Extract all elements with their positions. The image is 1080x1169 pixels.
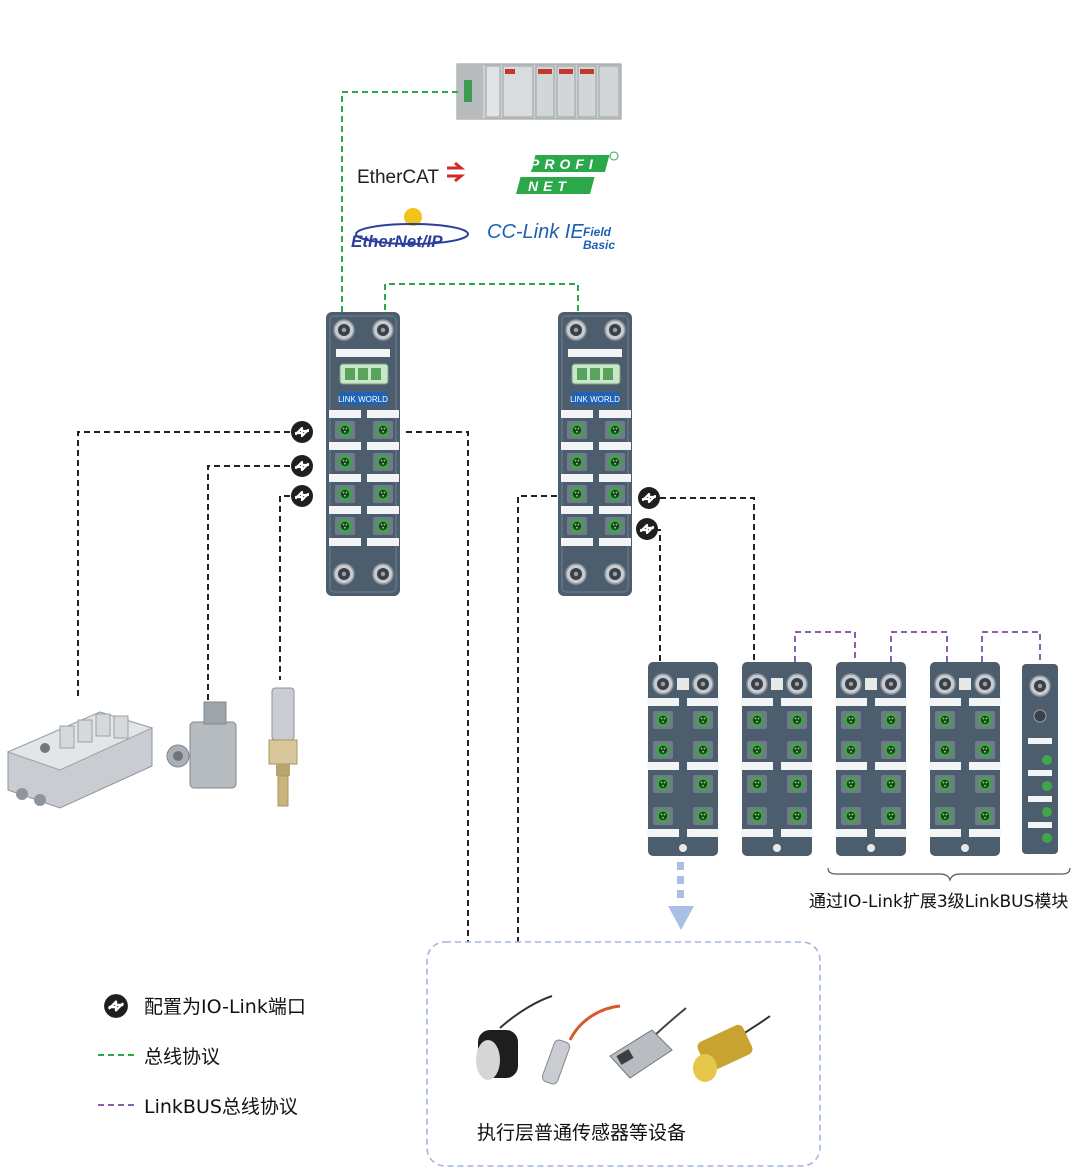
legend-label-linkbus-protocol: LinkBUS总线协议 — [144, 1096, 298, 1118]
magnetic-switch-image — [609, 1007, 687, 1079]
legend-label-bus-protocol: 总线协议 — [144, 1046, 221, 1068]
bus-protocol-lines — [341, 91, 579, 312]
io-link-port-icon — [104, 994, 128, 1018]
svg-text:CC-Link IE: CC-Link IE — [487, 221, 584, 243]
svg-text:LINK WORLD: LINK WORLD — [570, 395, 620, 404]
position-sensor-image — [166, 701, 237, 789]
svg-text:Field: Field — [583, 225, 612, 239]
svg-text:EtherCAT: EtherCAT — [357, 167, 439, 188]
linkbus-lines — [794, 631, 1041, 662]
linkbus-module-2 — [835, 662, 907, 856]
svg-text:NET: NET — [528, 178, 571, 194]
profinet-logo: PROFI NET — [516, 151, 619, 194]
linkbus-group-brace — [827, 867, 1071, 882]
io-link-port-icon — [290, 484, 314, 508]
plc-controller-image — [456, 63, 622, 120]
cylinder-sensor-image — [541, 1004, 621, 1085]
io-link-port-icon — [637, 486, 661, 510]
io-link-device-module-1 — [647, 662, 719, 856]
io-link-port-icon — [635, 517, 659, 541]
valve-terminal-image — [6, 711, 154, 809]
cclink-ie-logo: CC-Link IE Field Basic — [487, 221, 615, 252]
svg-text:EtherNet/IP: EtherNet/IP — [351, 232, 443, 251]
svg-text:PROFI: PROFI — [530, 156, 598, 172]
io-link-wiring — [77, 431, 755, 942]
io-link-port-icon — [290, 420, 314, 444]
linkbus-module-3 — [929, 662, 1001, 856]
legend-label-io-link-port: 配置为IO-Link端口 — [144, 996, 306, 1018]
ethernetip-logo: EtherNet/IP — [351, 208, 469, 251]
proximity-sensor-image — [693, 1015, 771, 1082]
io-link-port-icon — [290, 454, 314, 478]
field-devices-group — [426, 941, 821, 1167]
legend-item-bus-protocol: 总线协议 — [98, 1040, 398, 1070]
io-link-master-module-1: LINK WORLD — [326, 312, 400, 596]
svg-text:LINK WORLD: LINK WORLD — [338, 395, 388, 404]
linkbus-module-1 — [741, 662, 813, 856]
linkbus-expansion-caption: 通过IO-Link扩展3级LinkBUS模块 — [809, 892, 1069, 912]
svg-text:Basic: Basic — [583, 238, 615, 252]
down-arrow-icon — [668, 862, 694, 930]
purple-dashed-line-swatch — [98, 1104, 134, 1106]
linkbus-slim-module — [1022, 664, 1058, 854]
green-dashed-line-swatch — [98, 1054, 134, 1056]
photoelectric-sensor-image — [476, 995, 553, 1080]
ethercat-logo: EtherCAT — [357, 161, 466, 188]
io-link-master-module-2: LINK WORLD — [558, 312, 632, 596]
legend-item-io-link-port: 配置为IO-Link端口 — [98, 990, 398, 1020]
pressure-sensor-image — [268, 687, 298, 807]
field-devices-caption: 执行层普通传感器等设备 — [477, 1122, 687, 1144]
legend-item-linkbus-protocol: LinkBUS总线协议 — [98, 1090, 398, 1120]
